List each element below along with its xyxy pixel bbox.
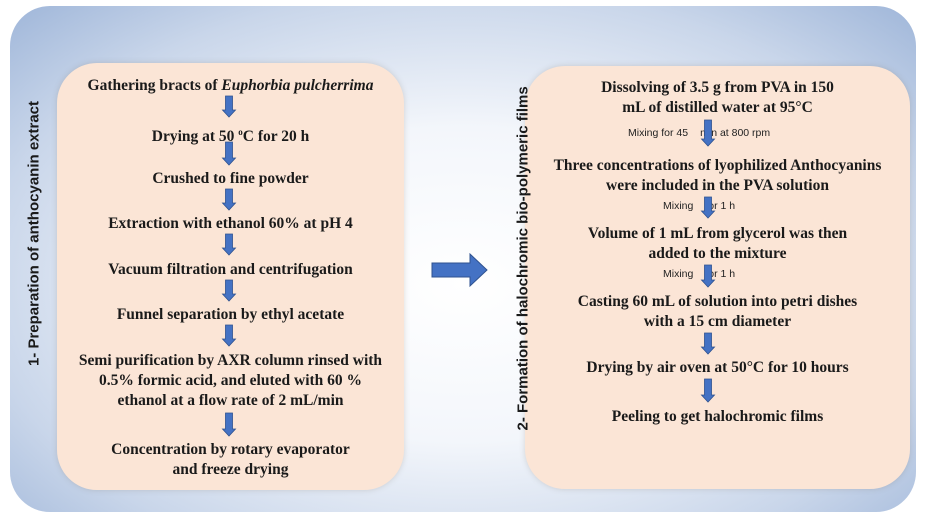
step-crushed: Crushed to fine powder (152, 170, 309, 187)
step-casting: Casting 60 mL of solution into petri dis… (525, 292, 910, 332)
step-gathering: Gathering bracts of Euphorbia pulcherrim… (57, 76, 404, 96)
arrow-right-3 (700, 264, 716, 288)
arrow-right-1 (700, 119, 716, 147)
step-semi-purification: Semi purification by AXR column rinsed w… (57, 351, 404, 411)
note-mixing-45-part-a: Mixing for 45 (628, 127, 689, 139)
step-semi-purification-line-2: 0.5% formic acid, and eluted with 60 % (98, 372, 363, 389)
step-concentration: Concentration by rotary evaporator and f… (57, 440, 404, 480)
step-peeling: Peeling to get halochromic films (611, 408, 824, 425)
note-mixing-1h-a: Mixing for 1 h (663, 200, 735, 212)
note-mixing-1h-b: Mixing for 1 h (663, 268, 735, 280)
step-drying-degree: o (238, 127, 243, 137)
step-dissolving-pva-line-2: mL of distilled water at 95°C (622, 99, 813, 116)
note-mixing-1h-b-part-b: for 1 h (705, 268, 736, 280)
step-casting-line-1: Casting 60 mL of solution into petri dis… (577, 293, 858, 310)
step-drying-part-b: C for 20 h (242, 128, 310, 146)
note-mixing-45-part-b: min at 800 rpm (700, 127, 771, 139)
arrow-left-4 (221, 233, 237, 256)
step-dissolving-pva: Dissolving of 3.5 g from PVA in 150 mL o… (525, 78, 910, 118)
species-name: Euphorbia pulcherrima (221, 77, 374, 94)
step-dissolving-pva-line-1: Dissolving of 3.5 g from PVA in 150 (601, 79, 834, 96)
arrow-right-2 (700, 196, 716, 219)
step-drying-part-a: Drying at 50 (151, 128, 239, 146)
step-glycerol-line-1: Volume of 1 mL from glycerol was then (587, 225, 848, 242)
step-glycerol: Volume of 1 mL from glycerol was then ad… (525, 224, 910, 264)
arrow-right-5 (700, 378, 716, 403)
note-mixing-1h-b-part-a: Mixing (663, 268, 694, 280)
step-casting-line-2: with a 15 cm diameter (643, 313, 792, 330)
arrow-left-5 (221, 279, 237, 302)
step-semi-purification-line-1: Semi purification by AXR column rinsed w… (78, 352, 383, 369)
step-drying-oven: Drying by air oven at 50°C for 10 hours (586, 359, 849, 376)
arrow-left-2 (221, 141, 237, 166)
arrow-left-6 (221, 324, 237, 347)
arrow-left-3 (221, 188, 237, 211)
note-mixing-1h-a-part-a: Mixing (663, 200, 694, 212)
step-glycerol-line-2: added to the mixture (648, 245, 787, 262)
step-gathering-prefix: Gathering bracts of (87, 77, 222, 94)
step-vacuum-filtration: Vacuum filtration and centrifugation (108, 261, 353, 278)
step-semi-purification-line-3: ethanol at a flow rate of 2 mL/min (117, 392, 344, 409)
step-three-concentrations-line-2: were included in the PVA solution (606, 177, 829, 194)
note-mixing-45: Mixing for 45 min at 800 rpm (628, 127, 770, 139)
step-extraction: Extraction with ethanol 60% at pH 4 (108, 215, 353, 232)
arrow-connector (431, 252, 488, 288)
step-funnel-separation: Funnel separation by ethyl acetate (116, 306, 345, 323)
step-concentration-line-1: Concentration by rotary evaporator (111, 441, 350, 458)
right-panel (525, 66, 910, 489)
step-concentration-line-2: and freeze drying (172, 461, 289, 478)
arrow-left-7 (221, 412, 237, 437)
arrow-left-1 (221, 95, 237, 118)
step-drying: Drying at 50 oC for 20 h (57, 122, 404, 147)
note-mixing-1h-a-part-b: for 1 h (705, 200, 736, 212)
step-three-concentrations: Three concentrations of lyophilized Anth… (525, 156, 910, 196)
step-three-concentrations-line-1: Three concentrations of lyophilized Anth… (553, 157, 882, 174)
arrow-right-4 (700, 332, 716, 355)
